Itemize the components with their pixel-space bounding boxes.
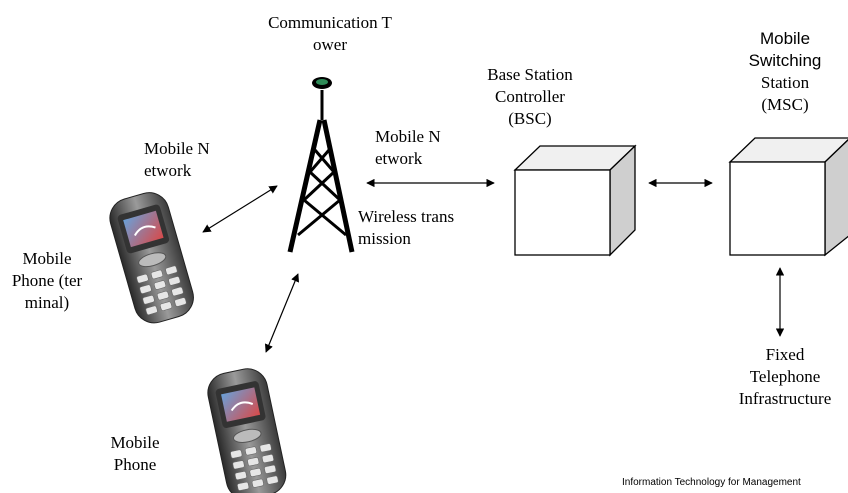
msc-label: Mobile Switching Station (MSC) xyxy=(722,28,848,116)
bsc-box-icon xyxy=(513,144,637,257)
arrow-tower-phone2 xyxy=(264,273,300,353)
msc-box-icon xyxy=(728,137,848,257)
footer-text: Information Technology for Management xyxy=(622,477,801,488)
fixed-infrastructure-label-line: Telephone xyxy=(749,367,821,386)
phone-terminal-label-line: minal) xyxy=(24,293,70,312)
mobile-phone-icon xyxy=(109,192,194,324)
arrow-phone-tower xyxy=(202,185,278,233)
mobile-phone-icon-2 xyxy=(207,368,287,493)
tower-label-line: ower xyxy=(313,35,347,54)
network-mid-label-line: etwork xyxy=(375,149,423,168)
msc-label-line: Station xyxy=(760,73,810,92)
wireless-label-line: Wireless trans xyxy=(358,207,455,226)
phone-terminal-label: Mobile Phone (ter minal) xyxy=(0,248,94,314)
phone-terminal-label-line: Phone (ter xyxy=(11,271,83,290)
msc-label-line: Mobile xyxy=(759,29,811,48)
antenna-tip-icon xyxy=(316,79,328,85)
network-mid-label-line: Mobile N xyxy=(375,127,441,146)
network-mid-label: Mobile N etwork xyxy=(375,126,441,170)
fixed-infrastructure-label-line: Fixed xyxy=(765,345,805,364)
phone-bottom-label: Mobile Phone xyxy=(100,432,170,476)
bsc-label-line: Base Station xyxy=(487,65,573,84)
bsc-label-line: (BSC) xyxy=(508,109,552,128)
wireless-label: Wireless trans mission xyxy=(358,206,454,250)
bsc-label-line: Controller xyxy=(495,87,565,106)
phone-bottom-label-line: Mobile xyxy=(110,433,160,452)
msc-label-line: Switching xyxy=(748,51,822,70)
phone-terminal-label-line: Mobile xyxy=(22,249,72,268)
network-left-label-line: etwork xyxy=(144,161,192,180)
bsc-label: Base Station Controller (BSC) xyxy=(470,64,590,130)
network-left-label: Mobile N etwork xyxy=(144,138,210,182)
msc-label-line: (MSC) xyxy=(761,95,809,114)
tower-label: Communication T ower xyxy=(245,12,415,56)
fixed-infrastructure-label: Fixed Telephone Infrastructure xyxy=(722,344,848,410)
wireless-label-line: mission xyxy=(358,229,411,248)
phone-bottom-label-line: Phone xyxy=(113,455,157,474)
fixed-infrastructure-label-line: Infrastructure xyxy=(738,389,832,408)
network-left-label-line: Mobile N xyxy=(144,139,210,158)
tower-icon xyxy=(287,77,355,253)
tower-label-line: Communication T xyxy=(268,13,392,32)
